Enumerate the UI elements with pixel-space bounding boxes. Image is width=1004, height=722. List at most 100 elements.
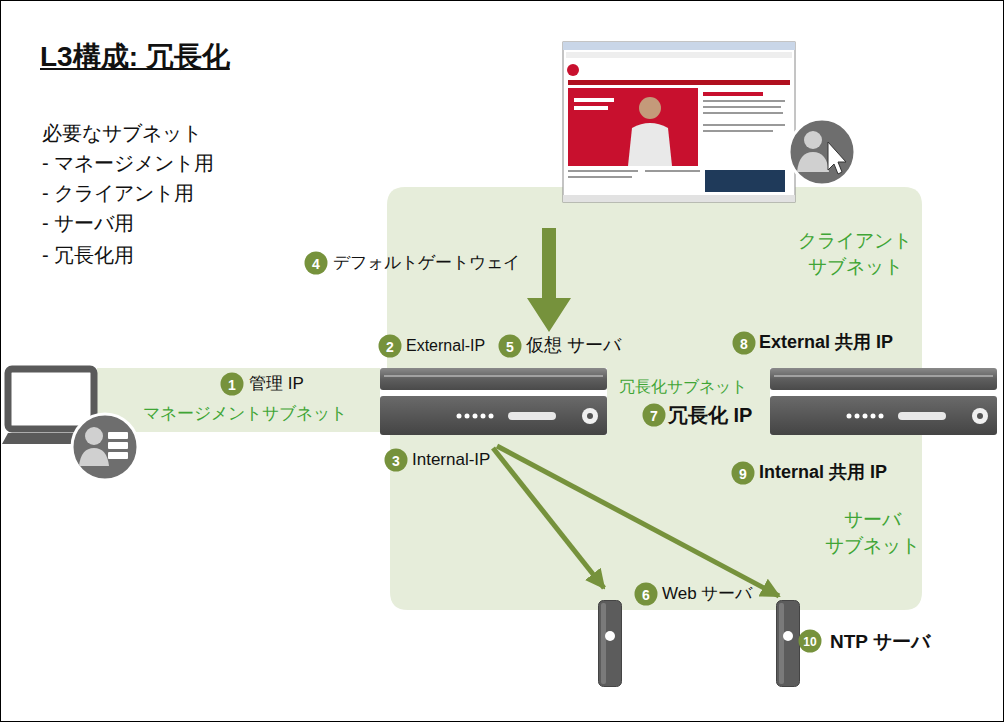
page-text-line [703,112,783,114]
device-led [879,414,884,419]
server-stack [108,452,128,459]
device-slot [898,412,946,420]
device-button-center [587,413,593,419]
annotation-text: - サーバ用 [42,211,134,235]
page-menu [568,80,790,85]
browser-screenshot [563,42,795,202]
callout-number: 3 [385,449,408,472]
server-subnet-fill [390,435,922,610]
browser-window [563,42,795,202]
redundancy-subnet-fill [607,368,770,435]
traffic-arrow [527,228,571,332]
device-button-center [977,413,983,419]
banner-person-head [639,97,661,119]
callout-number: 7 [643,404,666,427]
slide-title: L3構成: 冗長化 [40,40,230,74]
node-label: 冗長化サブネット [619,376,747,398]
laptop-screen [8,369,94,429]
traffic-arrow [497,446,779,596]
device-button [972,408,988,424]
user-head [804,131,822,149]
server-stack [108,442,128,449]
device-top [770,368,997,390]
device-button [582,408,598,424]
server-light [783,631,793,641]
device-led [847,414,852,419]
page-text-line [703,124,785,126]
admin-body [79,448,109,466]
cursor [828,142,846,174]
callout-number: 6 [635,583,658,606]
node-label: Web サーバ [662,583,752,606]
server-highlight [779,603,784,684]
callout-number: 10 [799,630,822,653]
node-label: サーバ サブネット [817,507,927,558]
device-line [384,375,603,377]
callout-number: 2 [379,335,402,358]
user-body [797,152,829,172]
server-light [605,631,615,641]
device-slot [508,412,556,420]
load-balancer-left [380,368,607,435]
annotation-text: External-IP [406,336,485,355]
device-top [380,368,607,390]
callout-number: 1 [221,373,244,396]
annotation-text: Internal-IP [412,450,490,470]
device-body [770,396,997,435]
server-body [777,601,800,687]
callout-number: 4 [305,252,328,275]
callout-number: 8 [733,332,756,355]
server-tower: NTP サーバ [776,600,800,687]
banner-text-line [574,106,608,110]
laptop-icon [2,369,110,444]
annotation-text: 冗長化 IP [668,403,752,427]
device-led [489,414,494,419]
page-banner [568,88,698,166]
server-highlight [601,603,606,684]
admin-head [85,427,103,445]
user-icon [789,119,855,185]
banner-text-line [574,98,614,102]
page-thumbnail [705,170,785,192]
browser-titlebar [563,42,795,50]
admin-icon [72,414,138,480]
server-tower-shape [598,600,622,687]
page-text-line [568,170,638,172]
annotation-text: 仮想 サーバ [526,335,621,357]
admin-icon-circle [72,414,138,480]
annotation-text: - 冗長化用 [42,243,134,267]
page-text-line [703,100,785,102]
node-label: マネージメントサブネット [143,403,347,426]
server-tower-shape [776,600,800,687]
load-balancer-right [770,368,997,435]
callout-number: 5 [499,335,522,358]
device-led [871,414,876,419]
browser-address [566,52,792,58]
page-text-line [703,130,773,132]
node-label: NTP サーバ [830,629,930,655]
device-line [774,375,993,377]
device-led [473,414,478,419]
device-led [863,414,868,419]
annotation-text: デフォルトゲートウェイ [333,253,520,273]
browser-statusbar [563,195,795,202]
device-led [465,414,470,419]
annotation-text: 必要なサブネット [42,121,202,145]
annotation-text: 管理 IP [249,374,304,394]
banner-person-body [628,123,672,166]
traffic-arrow [493,448,604,588]
node-label: クライアント サブネット [791,228,919,279]
user-icon-circle [789,119,855,185]
annotation-text: External 共用 IP [759,332,893,354]
annotation-text: Internal 共用 IP [759,462,887,484]
page-text-line [568,176,632,178]
page-text-line [645,170,700,172]
server-body [599,601,622,687]
device-led [481,414,486,419]
device-body [380,396,607,435]
page-logo [567,64,579,76]
device-led [457,414,462,419]
